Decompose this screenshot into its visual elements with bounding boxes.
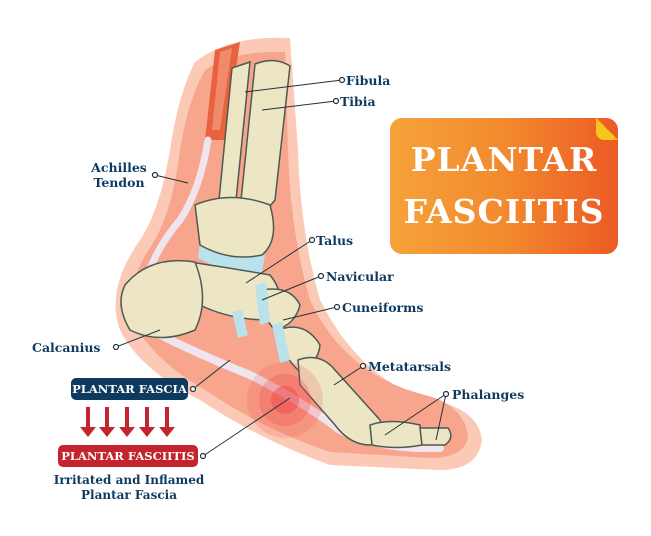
title-line-1: PLANTAR — [410, 140, 598, 179]
achilles-muscle — [205, 42, 240, 140]
label-navicular: Navicular — [326, 269, 394, 284]
corner-fold-icon — [596, 118, 618, 140]
down-arrows — [80, 407, 175, 437]
label-achilles-line2: Tendon — [93, 175, 145, 190]
caption-line2: Plantar Fascia — [81, 488, 177, 502]
label-talus: Talus — [316, 233, 354, 248]
title-card: PLANTAR FASCIITIS — [390, 118, 618, 254]
label-tibia: Tibia — [340, 94, 376, 109]
label-calcanius: Calcanius — [32, 340, 101, 355]
leader-dots — [112, 76, 450, 460]
title-line-2: FASCIITIS — [403, 192, 605, 231]
forefoot-bones — [297, 356, 452, 449]
label-cuneiforms: Cuneiforms — [342, 300, 424, 315]
plantar-fascia-badge: PLANTAR FASCIA — [71, 378, 188, 400]
label-achilles-tendon: Achilles Tendon — [84, 160, 154, 190]
inflammation-spot — [247, 362, 323, 438]
joint-cartilage — [232, 282, 290, 363]
label-achilles-line1: Achilles — [91, 160, 147, 175]
leader-lines — [115, 79, 447, 457]
label-fibula: Fibula — [346, 73, 391, 88]
fasciitis-caption: Irritated and Inflamed Plantar Fascia — [40, 473, 218, 503]
caption-line1: Irritated and Inflamed — [53, 473, 205, 487]
label-phalanges: Phalanges — [452, 387, 525, 402]
plantar-fasciitis-badge: PLANTAR FASCIITIS — [58, 445, 198, 467]
tarsal-bones — [120, 196, 321, 371]
label-metatarsals: Metatarsals — [368, 359, 452, 374]
leg-bones — [217, 59, 291, 215]
